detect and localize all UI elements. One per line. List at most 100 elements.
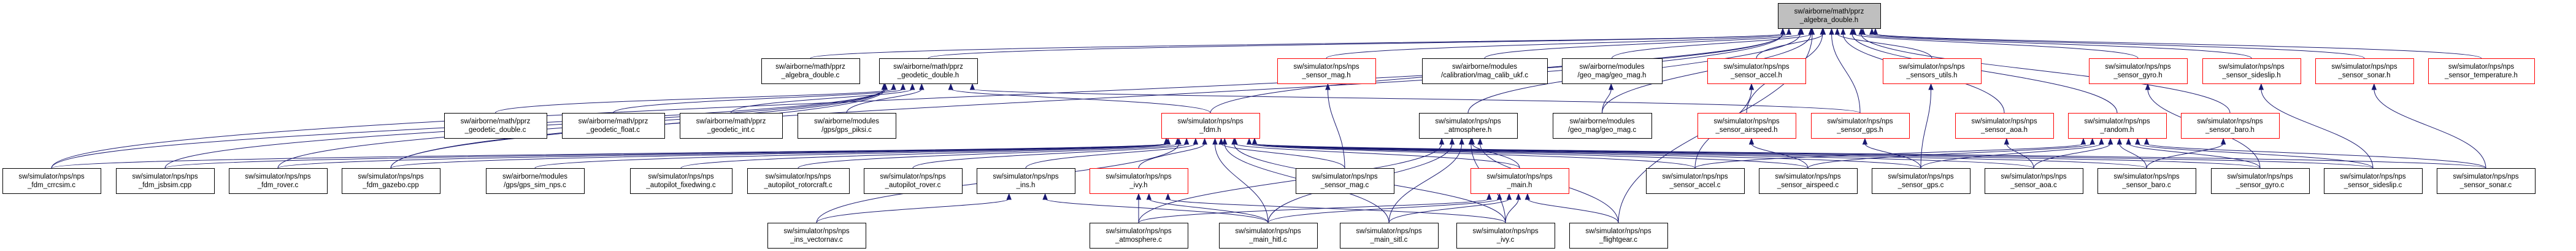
node-label-line: _atmosphere.c <box>1115 236 1162 244</box>
graph-node[interactable]: sw/simulator/nps/nps_sensor_sonar.h <box>2315 58 2414 84</box>
graph-node[interactable]: sw/simulator/nps/nps_fdm_gazebo.cpp <box>342 168 440 194</box>
arrowhead-icon <box>1246 137 1252 145</box>
dependency-edge <box>613 83 906 114</box>
graph-node[interactable]: sw/simulator/nps/nps_flightgear.c <box>1569 223 1668 249</box>
graph-node[interactable]: sw/simulator/nps/nps_sensor_gyro.c <box>2211 168 2310 194</box>
node-label-line: sw/simulator/nps/nps <box>1899 63 1965 71</box>
graph-node[interactable]: sw/airborne/modules/calibration/mag_cali… <box>1422 58 1548 84</box>
node-label-line: sw/simulator/nps/nps <box>1888 173 1954 180</box>
node-label-line: _sensor_accel.h <box>1730 72 1782 79</box>
node-label-line: sw/simulator/nps/nps <box>358 173 424 180</box>
graph-node[interactable]: sw/simulator/nps/nps_random.h <box>2068 113 2167 139</box>
graph-node[interactable]: sw/simulator/nps/nps_sensor_mag.h <box>1277 58 1376 84</box>
graph-node[interactable]: sw/airborne/math/pprz_geodetic_float.c <box>562 113 665 139</box>
dependency-edge <box>1325 83 1345 169</box>
node-label-line: sw/airborne/math/pprz <box>461 118 531 125</box>
node-label-line: sw/simulator/nps/nps <box>2331 63 2397 71</box>
graph-node[interactable]: sw/simulator/nps/nps_sensor_airspeed.h <box>1697 113 1796 139</box>
edge-line <box>1694 143 2084 169</box>
graph-node[interactable]: sw/simulator/nps/nps_atmosphere.c <box>1090 223 1188 249</box>
edge-line <box>1920 88 1932 169</box>
graph-node[interactable]: sw/simulator/nps/nps_sensor_gyro.h <box>2089 58 2188 84</box>
edge-line <box>390 143 1167 169</box>
node-label-line: _sensor_gyro.h <box>2113 72 2162 79</box>
arrowhead-icon <box>1840 28 1846 35</box>
arrowhead-icon <box>948 83 954 90</box>
node-label-line: sw/airborne/math/pprz <box>696 118 766 125</box>
dependency-edge <box>1920 83 1934 169</box>
graph-node[interactable]: sw/simulator/nps/nps_sensor_aoa.h <box>1955 113 2054 139</box>
graph-node[interactable]: sw/simulator/nps/nps_fdm_crrcsim.c <box>2 168 101 194</box>
graph-node[interactable]: sw/simulator/nps/nps _autopilot_fixedwing… <box>630 168 732 194</box>
arrowhead-icon <box>891 83 896 90</box>
edge-line <box>1837 33 1932 59</box>
graph-node[interactable]: sw/simulator/nps/nps_ivy.h <box>1090 168 1188 194</box>
graph-node[interactable]: sw/simulator/nps/nps_sensor_sideslip.c <box>2324 168 2423 194</box>
graph-node[interactable]: sw/simulator/nps/nps_atmosphere.h <box>1419 113 1518 139</box>
graph-node[interactable]: sw/simulator/nps/nps_sensor_accel.h <box>1707 58 1806 84</box>
graph-node[interactable]: sw/airborne/math/pprz_geodetic_int.c <box>680 113 783 139</box>
arrowhead-icon <box>1193 137 1199 145</box>
node-label-line: sw/simulator/nps/nps <box>648 173 714 180</box>
edge-line <box>912 143 1187 169</box>
graph-node[interactable]: sw/simulator/nps/nps_autopilot_rotorcraf… <box>747 168 850 194</box>
node-label-line: sw/airborne/math/pprz <box>893 63 963 71</box>
edge-line <box>1756 33 1824 59</box>
graph-node[interactable]: sw/airborne/modules/geo_mag/geo_mag.c <box>1553 113 1652 139</box>
node-label-line: sw/simulator/nps/nps <box>2197 118 2263 125</box>
graph-node[interactable]: sw/airborne/math/pprz_algebra_double.c <box>761 58 860 84</box>
graph-node[interactable]: sw/simulator/nps/nps_ivy.c <box>1456 223 1555 249</box>
arrowhead-icon <box>1042 193 1048 200</box>
arrowhead-icon <box>2143 137 2150 145</box>
graph-node[interactable]: sw/airborne/modules/gps/gps_piksi.c <box>798 113 896 139</box>
graph-node[interactable]: sw/simulator/nps/nps_sensor_baro.h <box>2181 113 2280 139</box>
node-label-line: sw/simulator/nps/nps <box>1723 63 1790 71</box>
graph-node[interactable]: sw/simulator/nps/nps_sensor_temperature.… <box>2428 58 2535 84</box>
edge-line <box>972 88 1861 114</box>
graph-node[interactable]: sw/simulator/nps/nps_autopilot_rover.c <box>864 168 963 194</box>
node-label-line: sw/simulator/nps/nps <box>2084 118 2150 125</box>
dependency-edge <box>948 83 1211 114</box>
node-label-line: _sensor_sonar.h <box>2337 72 2390 79</box>
graph-node[interactable]: sw/simulator/nps/nps_sensor_baro.c <box>2097 168 2196 194</box>
graph-node[interactable]: sw/simulator/nps/nps_sensor_gps.h <box>1811 113 1910 139</box>
node-label-line: sw/airborne/modules <box>814 118 879 125</box>
edge-line <box>1254 143 1809 169</box>
arrowhead-icon <box>919 83 925 90</box>
edge-line <box>1831 33 1861 114</box>
graph-node[interactable]: sw/airborne/math/pprz_geodetic_double.h <box>879 58 978 84</box>
graph-node[interactable]: sw/simulator/nps/nps_sensor_mag.c <box>1296 168 1394 194</box>
node-label-line: sw/simulator/nps/nps <box>765 173 831 180</box>
edge-line <box>1505 198 1519 223</box>
graph-node[interactable]: sw/simulator/nps/nps_main.h <box>1471 168 1569 194</box>
node-label-line: sw/airborne/modules <box>1569 118 1634 125</box>
arrowhead-icon <box>2145 83 2151 90</box>
graph-node[interactable]: sw/simulator/nps/nps_main_hitl.c <box>1219 223 1318 249</box>
edge-line <box>1234 143 1520 169</box>
graph-node[interactable]: sw/simulator/nps/nps_sensor_sideslip.h <box>2202 58 2301 84</box>
graph-node[interactable]: sw/simulator/nps/nps_sensor_airspeed.c <box>1759 168 1858 194</box>
graph-node[interactable]: sw/simulator/nps/nps_sensor_accel.c <box>1646 168 1745 194</box>
node-label-line: _autopilot_fixedwing.c <box>645 182 715 189</box>
graph-node[interactable]: sw/simulator/nps/nps_main_sitl.c <box>1340 223 1439 249</box>
graph-node[interactable]: sw/airborne/modules/gps/gps_sim_nps.c <box>486 168 585 194</box>
graph-node[interactable]: sw/simulator/nps/nps_fdm_jsbsim.cpp <box>116 168 215 194</box>
graph-node[interactable]: sw/simulator/nps/nps_ins.h <box>977 168 1075 194</box>
node-label-line: _sensor_mag.c <box>1320 182 1369 189</box>
graph-node[interactable]: sw/airborne/modules/geo_mag/geo_mag.h <box>1562 58 1663 84</box>
graph-node[interactable]: sw/simulator/nps/nps_sensors_utils.h <box>1883 58 1982 84</box>
node-label-line: sw/simulator/nps/nps <box>2113 173 2180 180</box>
graph-node[interactable]: sw/simulator/nps/nps_sensor_sonar.c <box>2437 168 2536 194</box>
edge-line <box>495 88 894 114</box>
graph-node[interactable]: sw/simulator/nps/nps_fdm_rover.c <box>229 168 328 194</box>
graph-node[interactable]: sw/simulator/nps/nps_fdm.h <box>1161 113 1260 139</box>
graph-node[interactable]: sw/simulator/nps/nps_sensor_aoa.c <box>1985 168 2083 194</box>
node-box <box>2 168 101 194</box>
graph-node[interactable]: sw/simulator/nps/nps_ins_vectornav.c <box>767 223 866 249</box>
graph-node[interactable]: sw/airborne/math/pprz_geodetic_double.c <box>444 113 547 139</box>
graph-node[interactable]: sw/simulator/nps/nps_sensor_gps.c <box>1872 168 1970 194</box>
node-box <box>1759 168 1858 194</box>
arrowhead-icon <box>1515 193 1521 200</box>
node-label-line: /gps/gps_piksi.c <box>821 126 872 134</box>
dependency-edge <box>1872 28 2482 59</box>
